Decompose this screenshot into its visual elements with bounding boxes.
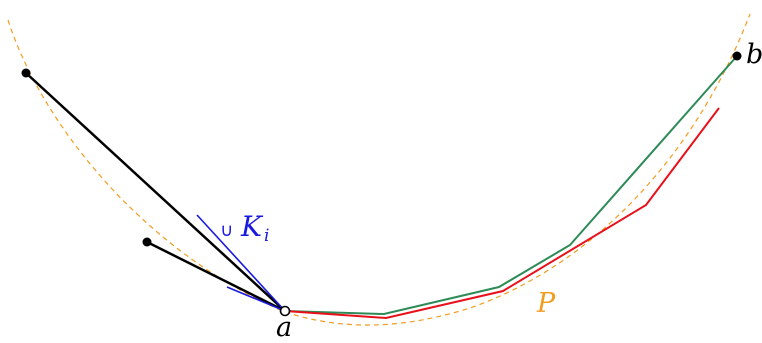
black-segment-short [146, 240, 286, 313]
green-path [284, 55, 738, 316]
label-a: a [276, 312, 292, 343]
label-b: b [746, 39, 762, 70]
union-symbol: ∪ [220, 220, 233, 241]
cone-line-lower [226, 286, 286, 312]
red-path [284, 107, 720, 320]
label-p: P [536, 288, 556, 319]
cone-line-upper [196, 214, 286, 312]
endpoint-long [21, 68, 31, 78]
black-segment-long [25, 72, 286, 312]
curve-p [7, 13, 751, 326]
label-k-subscript: i [264, 226, 269, 246]
endpoint-short [142, 237, 152, 247]
point-b-dot [732, 51, 742, 61]
point-a-dot [279, 305, 291, 317]
label-k: K [240, 210, 264, 243]
